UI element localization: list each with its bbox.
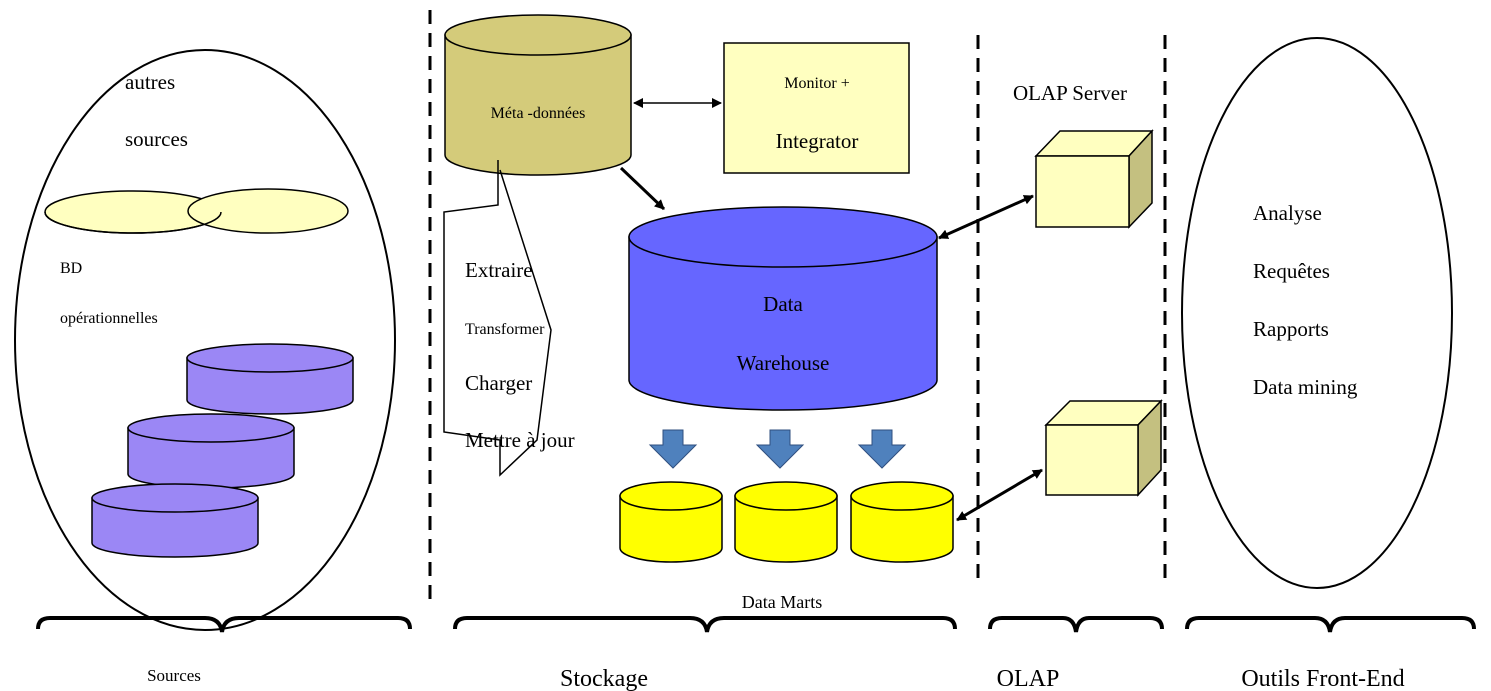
brace-sources — [36, 616, 412, 633]
section-label-sources: Sources — [147, 666, 201, 685]
integrator-label: Integrator — [776, 129, 859, 153]
olap-section: OLAP Server — [938, 81, 1163, 522]
sources-section: autres sources BD opérationnelles — [14, 49, 396, 631]
monitor-label: Monitor + — [784, 75, 849, 92]
frontend-item-analyse: Analyse — [1253, 201, 1322, 225]
etl-mettre-a-jour: Mettre à jour — [465, 428, 575, 452]
metadata-warehouse-arrow — [619, 166, 666, 211]
frontend-item-rapports: Rapports — [1253, 317, 1329, 341]
metadata-cylinder: Méta -données — [444, 14, 632, 176]
data-marts-label: Data Marts — [742, 592, 822, 612]
sources-sources-text: sources — [125, 127, 188, 151]
down-arrow-3 — [857, 429, 907, 469]
section-label-stockage: Stockage — [560, 666, 648, 691]
brace-stockage — [453, 616, 957, 633]
data-mart-3 — [850, 481, 954, 563]
bd-label: BD — [60, 260, 82, 277]
down-arrow-2 — [755, 429, 805, 469]
data-mart-2 — [734, 481, 838, 563]
data-mart-1 — [619, 481, 723, 563]
source-database-3 — [91, 483, 259, 558]
source-database-2 — [127, 413, 295, 489]
bd-operational-ellipses — [44, 188, 349, 234]
bd-operationnelles-label: opérationnelles — [60, 310, 158, 327]
source-database-1 — [186, 343, 354, 415]
monitor-integrator-box: Monitor + Integrator — [723, 42, 910, 174]
down-arrow-1 — [648, 429, 698, 469]
brace-olap — [988, 616, 1164, 633]
olap-server-label: OLAP Server — [1013, 81, 1127, 105]
metadata-label: Méta -données — [491, 105, 586, 122]
frontend-section: Analyse Requêtes Rapports Data mining — [1181, 37, 1453, 589]
data-warehouse-cylinder: Data Warehouse — [628, 206, 938, 411]
olap-cube-top — [1034, 129, 1154, 229]
stockage-section: Méta -données Monitor + Integrator Extra… — [443, 14, 954, 612]
bd-ellipse-right — [187, 188, 349, 234]
brace-frontend — [1185, 616, 1476, 633]
warehouse-label-data: Data — [763, 292, 803, 316]
etl-extraire: Extraire — [465, 258, 533, 282]
etl-charger: Charger — [465, 371, 532, 395]
datamart-olap-arrow — [956, 468, 1043, 522]
sources-autres-text: autres — [125, 70, 175, 94]
frontend-item-data-mining: Data mining — [1253, 375, 1358, 399]
section-label-olap: OLAP — [997, 666, 1060, 691]
etl-bracket-shape — [443, 160, 552, 477]
frontend-item-requetes: Requêtes — [1253, 259, 1330, 283]
warehouse-label-warehouse: Warehouse — [737, 351, 830, 375]
section-label-frontend: Outils Front-End — [1241, 666, 1404, 691]
etl-transformer: Transformer — [465, 321, 545, 338]
olap-cube-bottom — [1044, 399, 1163, 497]
warehouse-olap-arrow — [938, 194, 1034, 240]
frontend-ellipse — [1181, 37, 1453, 589]
